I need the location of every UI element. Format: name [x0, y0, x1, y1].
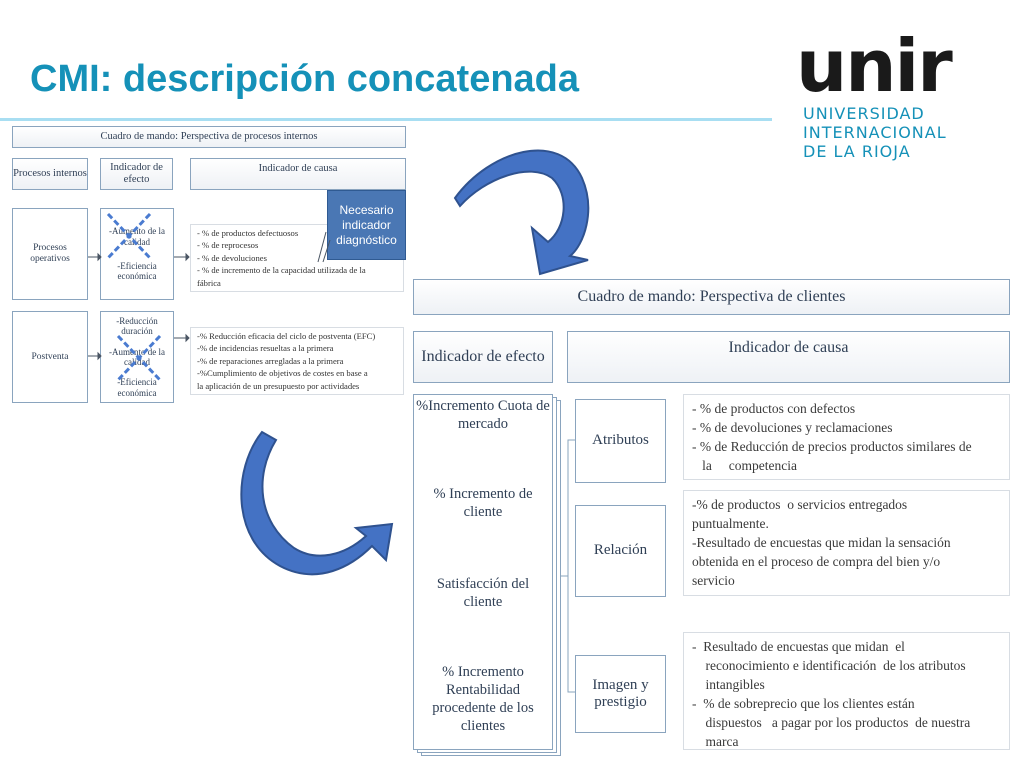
cause-item: -% de reparaciones arregladas a la prime…	[197, 355, 344, 366]
effects-column: %Incremento Cuota de mercado % Increment…	[413, 394, 553, 750]
cause-item: puntualmente.	[692, 516, 769, 531]
cause-item: dispuestos a pagar por los productos de …	[692, 715, 971, 730]
effect-satisfaccion: Satisfacción del cliente	[436, 576, 530, 610]
cause-item: -%Cumplimiento de objetivos de costes en…	[197, 368, 368, 379]
left-connectors	[88, 231, 331, 361]
effect-item: -Reducción duración	[116, 315, 158, 337]
effect-rentabilidad: % Incremento Rentabilidad procedente de …	[432, 664, 534, 734]
cause-item: servicio	[692, 573, 735, 588]
cause-item: - % de productos defectuosos	[197, 228, 299, 238]
effect-item: -Aumento de la calidad	[109, 226, 165, 247]
cause-item: -Resultado de encuestas que midan la sen…	[692, 535, 951, 550]
cross-out-icon	[116, 334, 162, 382]
cause-item: reconocimiento e identificación de los a…	[692, 658, 966, 673]
cause-item: la aplicación de un presupuesto por acti…	[197, 380, 360, 391]
cause-item: - % de incremento de la capacidad utiliz…	[197, 265, 366, 276]
right-bracket	[561, 439, 575, 693]
left-header: Cuadro de mando: Perspectiva de procesos…	[12, 126, 406, 148]
cause-item: intangibles	[692, 677, 765, 692]
category-atributos: Atributos	[575, 399, 666, 483]
right-col-efecto: Indicador de efecto	[413, 331, 553, 383]
cause-item: -% de productos o servicios entregados	[692, 497, 908, 512]
causes-atributos: - % de productos con defectos - % de dev…	[683, 394, 1010, 480]
cause-item: la competencia	[692, 458, 797, 473]
cause-item: obtenida en el proceso de compra del bie…	[692, 554, 941, 569]
causes-relacion: -% de productos o servicios entregados p…	[683, 490, 1010, 596]
cause-item: - Resultado de encuestas que midan el	[692, 639, 905, 654]
right-col-causa: Indicador de causa	[567, 331, 1010, 383]
logo-line-3: DE LA RIOJA	[803, 142, 911, 161]
logo-line-1: UNIVERSIDAD	[803, 104, 925, 123]
left-col-efecto: Indicador de efecto	[100, 158, 173, 190]
cause-item: marca	[692, 734, 739, 749]
cause-item: - % de devoluciones	[197, 252, 267, 263]
causes-imagen: - Resultado de encuestas que midan el re…	[683, 632, 1010, 750]
left-col-causa: Indicador de causa	[190, 158, 406, 190]
cause-item: - % de reprocesos	[197, 240, 259, 251]
cause-item: fábrica	[197, 277, 221, 288]
causes-postventa: -% Reducción eficacia del ciclo de postv…	[190, 327, 404, 395]
cause-item: -% de incidencias resueltas a la primera	[197, 343, 334, 354]
cause-item: - % de sobreprecio que los clientes está…	[692, 696, 915, 711]
effect-item: -Eficiencia económica	[117, 261, 157, 282]
cause-item: - % de devoluciones y reclamaciones	[692, 420, 893, 435]
title-underline	[0, 118, 772, 121]
process-postventa: Postventa	[12, 311, 88, 403]
logo-line-2: INTERNACIONAL	[803, 123, 947, 142]
curved-arrow-right-icon	[240, 430, 394, 576]
cross-out-icon	[106, 212, 152, 260]
cause-item: -% Reducción eficacia del ciclo de postv…	[197, 331, 376, 341]
unir-logo: unir	[796, 24, 953, 108]
slide-title: CMI: descripción concatenada	[30, 58, 580, 100]
category-relacion: Relación	[575, 505, 666, 597]
effect-item: -Eficiencia económica	[117, 377, 157, 398]
cause-item: - % de Reducción de precios productos si…	[692, 439, 972, 454]
left-col-procesos: Procesos internos	[12, 158, 88, 190]
effect-cuota: %Incremento Cuota de mercado	[416, 398, 550, 432]
callout-diagnostico: Necesario indicador diagnóstico	[327, 190, 406, 260]
category-imagen: Imagen y prestigio	[575, 655, 666, 733]
process-operativos: Procesos operativos	[12, 208, 88, 300]
effect-item: -Aumento de la calidad	[109, 346, 165, 367]
right-header: Cuadro de mando: Perspectiva de clientes	[413, 279, 1010, 315]
effect-cliente: % Incremento de cliente	[433, 486, 533, 520]
cause-item: - % de productos con defectos	[692, 401, 856, 416]
curved-arrow-down-icon	[453, 149, 590, 276]
